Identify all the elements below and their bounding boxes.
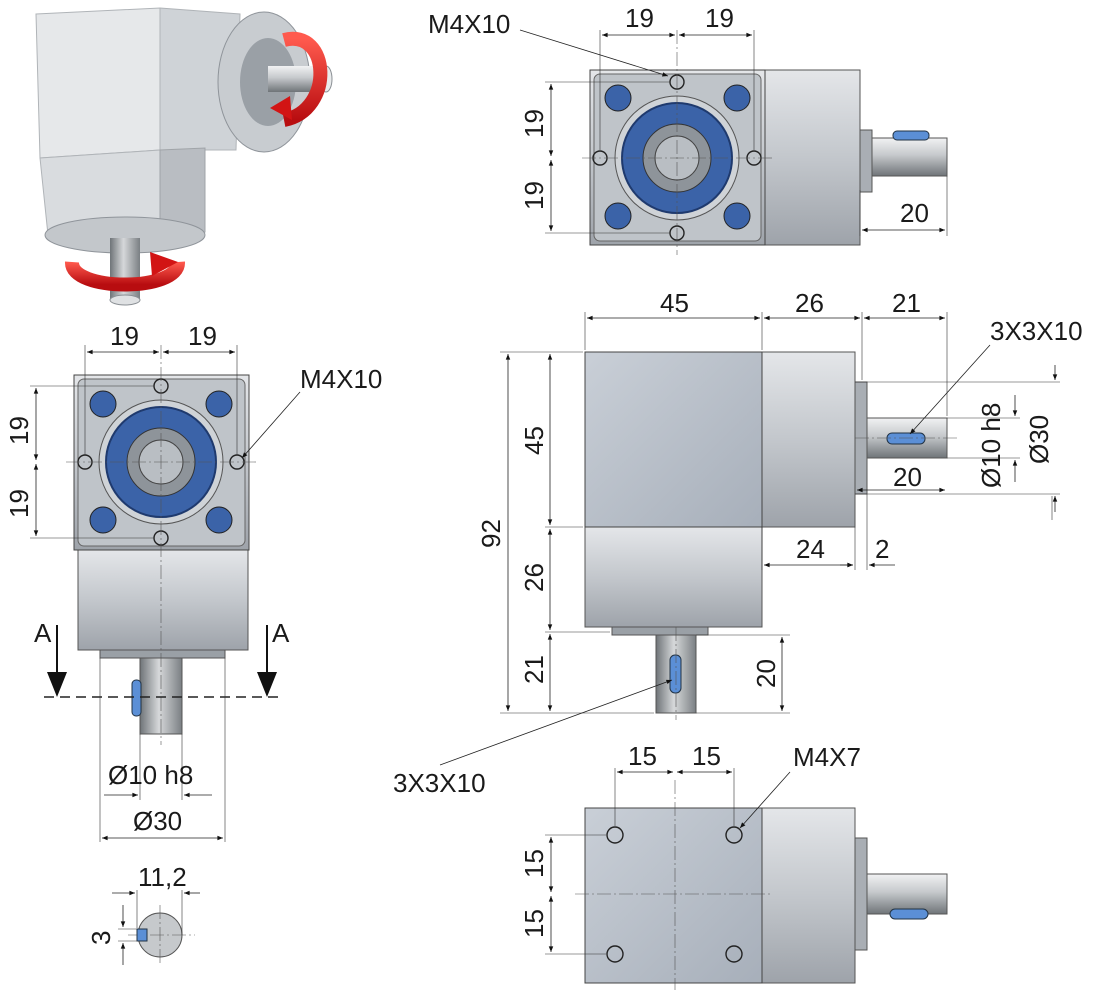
- bottom-dim-v-bottom: 15: [519, 909, 549, 938]
- bottom-dim-h-left: 15: [628, 741, 657, 771]
- side-view-key: [886, 432, 926, 445]
- side-key-label-bottom: 3X3X10: [393, 768, 486, 798]
- side-view: [439, 312, 1060, 766]
- top-view: [519, 29, 948, 255]
- side-height-body: 45: [519, 426, 549, 455]
- front-dim-v-top: 19: [4, 416, 34, 445]
- side-shaft-key-length: 20: [893, 462, 922, 492]
- side-len-housing: 26: [795, 288, 824, 318]
- side-shaft-diameter: Ø10 h8: [976, 403, 1006, 488]
- side-height-housing: 26: [519, 563, 549, 592]
- side-pilot-diameter: Ø30: [1024, 415, 1054, 464]
- section-key-height: 3: [86, 931, 116, 945]
- front-view-key: [131, 679, 142, 717]
- front-shaft-diameter: Ø10 h8: [108, 760, 193, 790]
- front-dim-v-bottom: 19: [4, 489, 34, 518]
- top-dim-v-top: 19: [519, 109, 549, 138]
- side-len-shaft: 21: [892, 288, 921, 318]
- top-view-shaft: [871, 137, 948, 177]
- side-view-output-key: [669, 654, 682, 694]
- bottom-dim-v-top: 15: [519, 849, 549, 878]
- side-len-body: 45: [660, 288, 689, 318]
- side-dim-2: 2: [875, 534, 889, 564]
- top-dim-v-bottom: 19: [519, 181, 549, 210]
- rotation-arrow-bottom-icon: [65, 260, 185, 292]
- section-label-right: A: [272, 618, 290, 648]
- side-view-body: [584, 351, 763, 528]
- bottom-view: [545, 768, 948, 990]
- isometric-view: [35, 7, 333, 306]
- top-dim-h-left: 19: [625, 3, 654, 33]
- side-height-total: 92: [476, 519, 506, 548]
- side-output-shaft-length: 20: [751, 659, 781, 688]
- section-label-left: A: [34, 618, 52, 648]
- top-shaft-length: 20: [900, 198, 929, 228]
- section-key-width: 11,2: [138, 862, 187, 892]
- side-key-label-top: 3X3X10: [990, 316, 1083, 346]
- bottom-thread-label: M4X7: [793, 742, 861, 772]
- side-height-shaft: 21: [519, 655, 549, 684]
- front-view: [30, 345, 301, 842]
- front-dim-h-left: 19: [110, 321, 139, 351]
- front-dim-h-right: 19: [188, 321, 217, 351]
- top-view-key: [892, 130, 930, 141]
- side-dim-24: 24: [796, 534, 825, 564]
- section-view: [112, 890, 200, 965]
- section-key: [136, 928, 148, 942]
- bottom-dim-h-right: 15: [692, 741, 721, 771]
- bottom-view-shaft: [866, 873, 948, 915]
- top-dim-h-right: 19: [705, 3, 734, 33]
- front-pilot-diameter: Ø30: [133, 806, 182, 836]
- front-thread-label: M4X10: [300, 364, 382, 394]
- bottom-view-key: [889, 908, 929, 920]
- top-thread-label: M4X10: [428, 9, 510, 39]
- rotation-arrow-top-icon: [282, 31, 328, 127]
